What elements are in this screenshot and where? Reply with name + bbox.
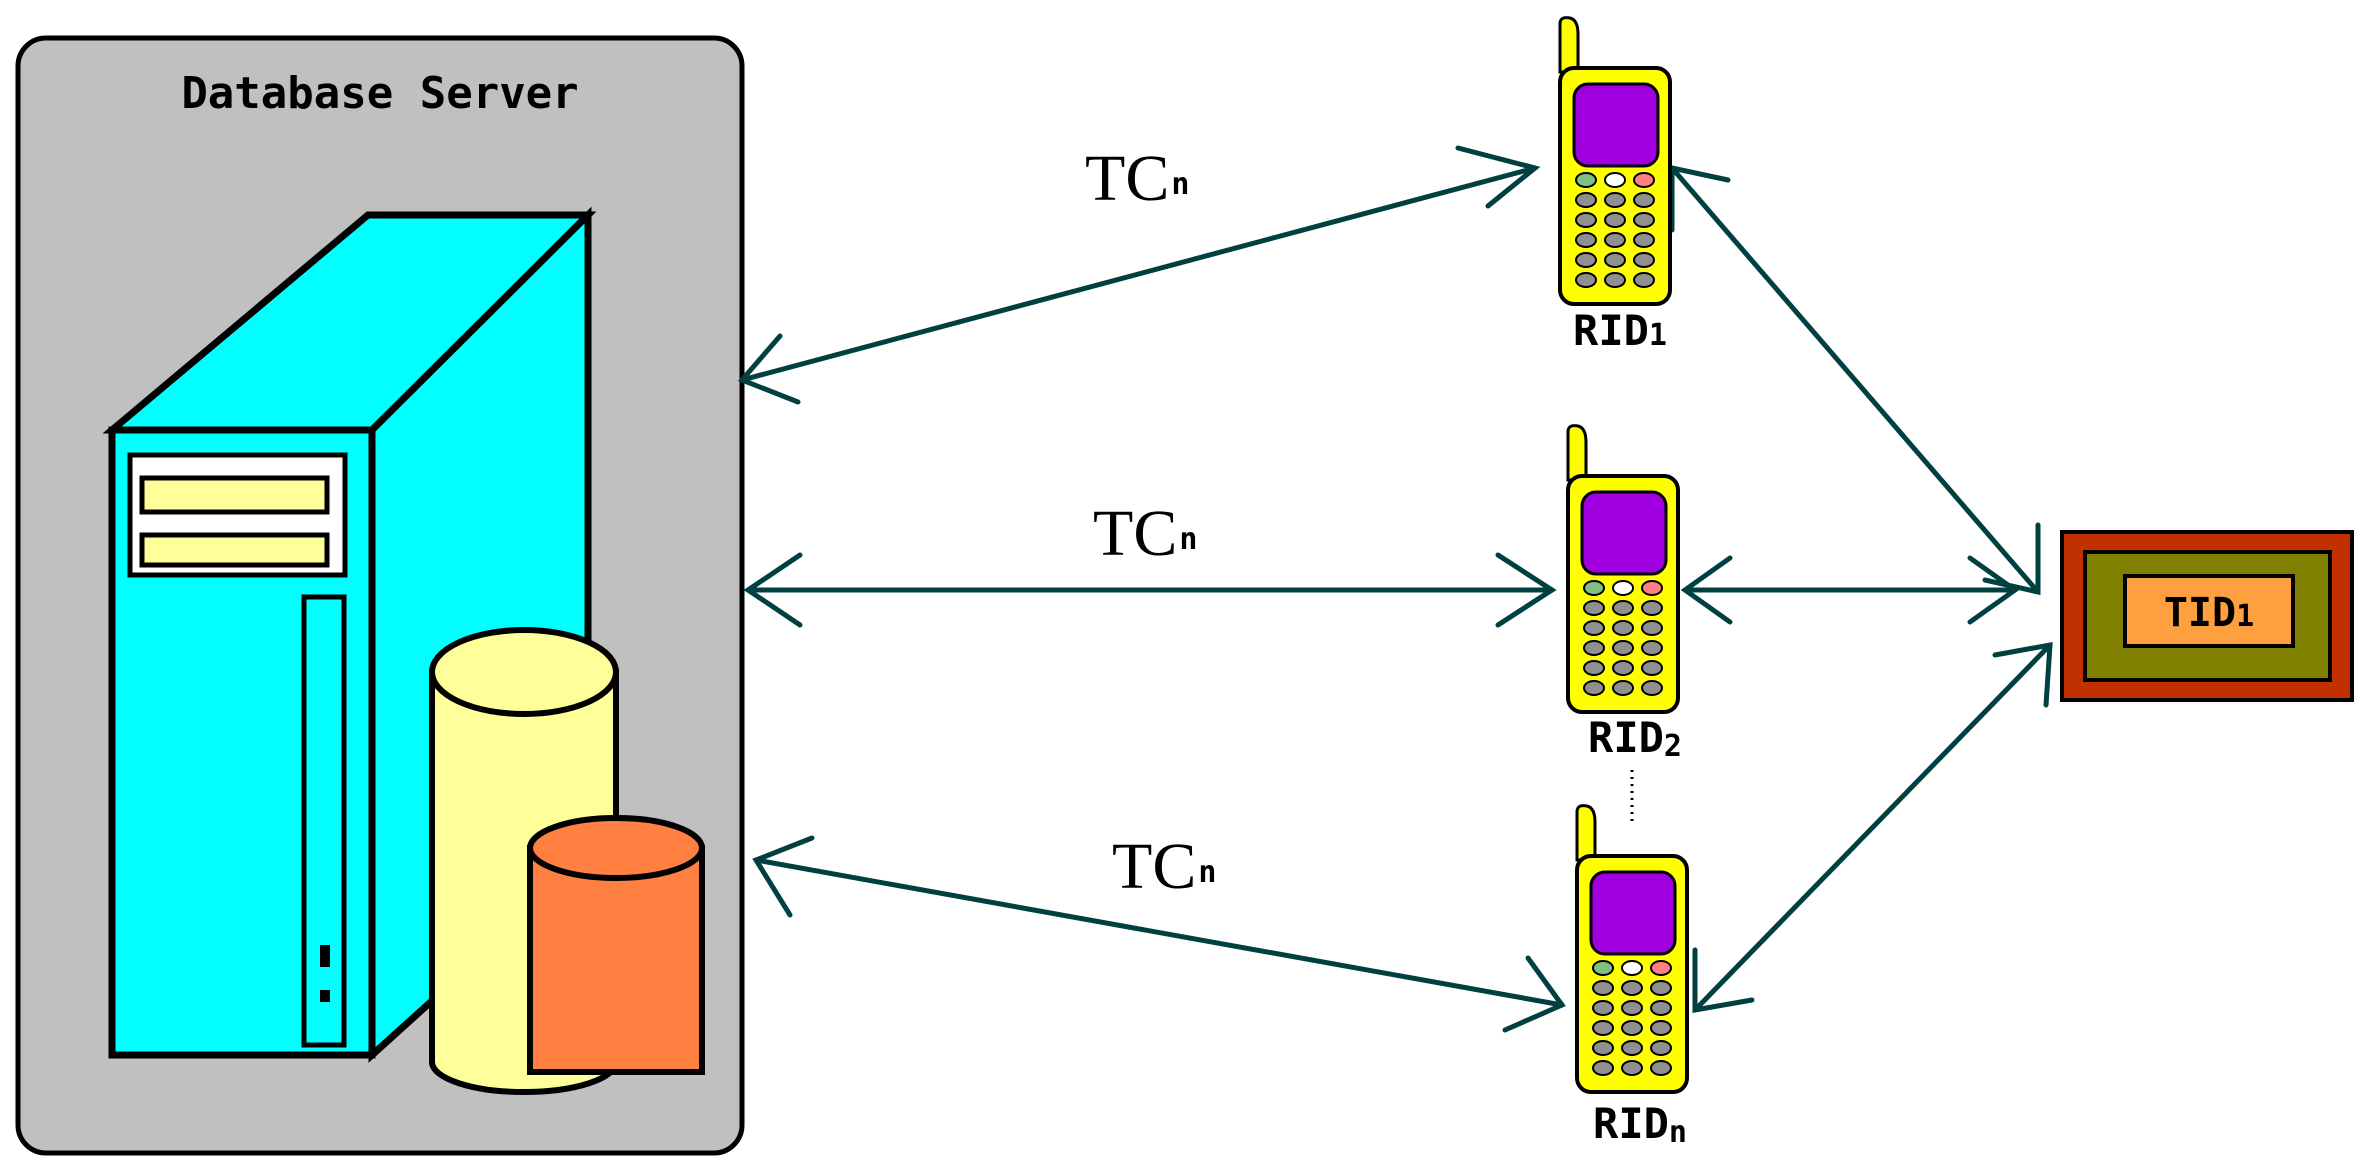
link-label-sub: n [1171,167,1189,202]
reader-label-n: RIDn [1593,1099,1687,1150]
arrows [737,145,2053,1033]
readers-group [1558,16,1689,1094]
reader-label-1: RID1 [1573,306,1667,355]
link-arrow-ridn [752,835,1566,1033]
link-arrow-rid1-tag [1669,164,2041,596]
mobile-phone-icon [1558,16,1672,306]
link-label-3: TCn [1112,830,1216,903]
link-label-1: TCn [1085,142,1189,215]
link-label-main: TC [1112,830,1196,903]
link-label-main: TC [1085,142,1169,215]
rfid-tag-icon [2060,530,2354,702]
database-cylinder-icon [527,815,705,1075]
mobile-phone-icon [1566,424,1680,714]
link-arrow-rid2-tag [1680,555,2020,625]
tag-label: TID1 [2164,590,2254,636]
mobile-phone-icon [1575,804,1689,1094]
link-label-sub: n [1179,522,1197,557]
link-label-sub: n [1198,855,1216,890]
link-arrow-ridn-tag [1692,641,2053,1013]
svg-text:TCn: TCn [1093,497,1197,570]
link-label-2: TCn [1093,497,1197,570]
svg-text:TCn: TCn [1112,830,1216,903]
link-arrow-rid1 [737,145,1541,405]
link-label-main: TC [1093,497,1177,570]
server-panel-title: Database Server [181,68,578,119]
server-tower-icon [102,206,597,1063]
reader-label-2: RID2 [1588,713,1682,764]
svg-text:TCn: TCn [1085,142,1189,215]
link-arrow-rid2 [743,552,1557,628]
